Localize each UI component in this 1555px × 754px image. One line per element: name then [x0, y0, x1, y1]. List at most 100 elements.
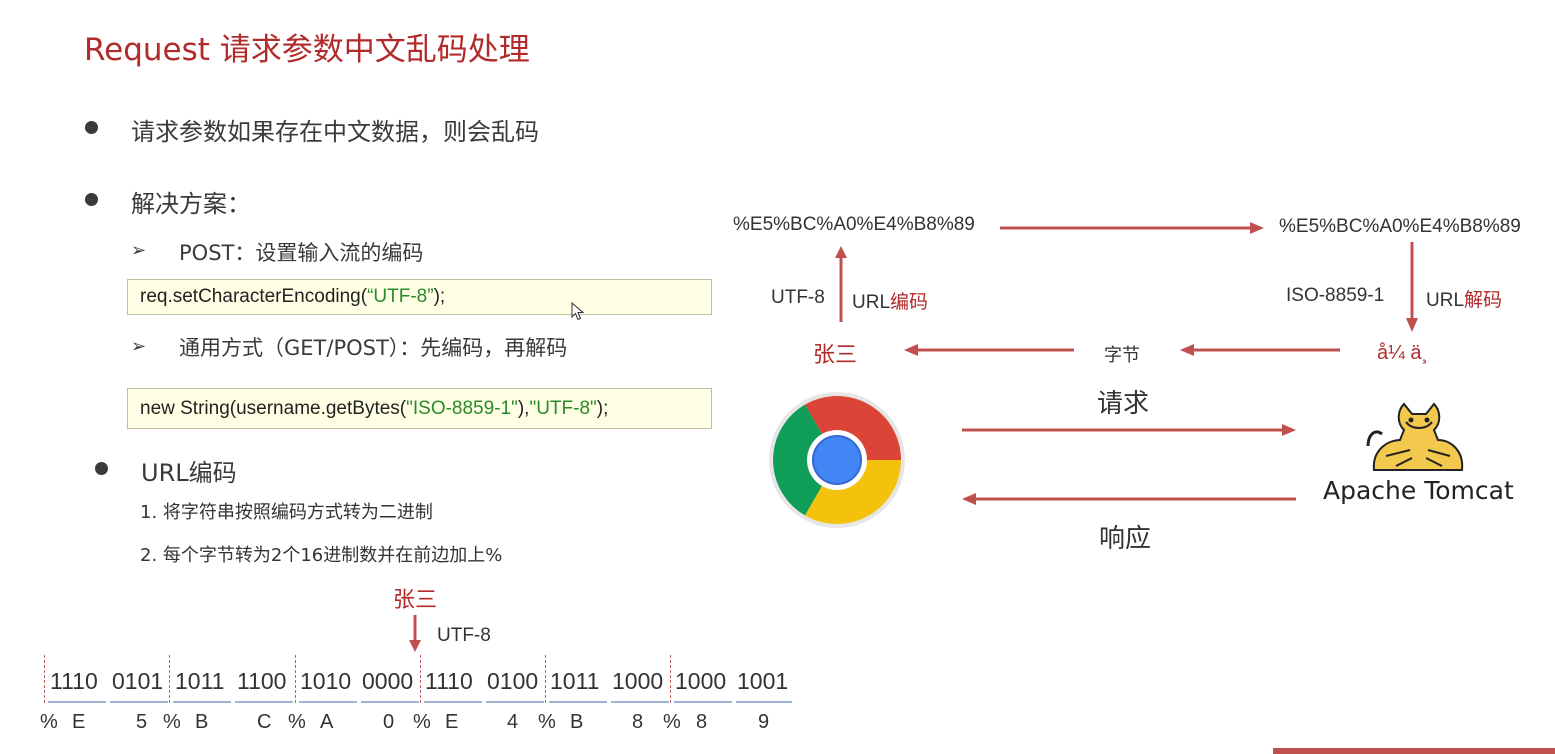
code-text: ); — [596, 398, 609, 419]
code-text: req.setCharacterEncoding( — [140, 286, 368, 307]
down-arrow-icon — [1406, 242, 1418, 332]
nibble-underline — [110, 701, 168, 703]
hex-char: 8 — [632, 711, 644, 733]
hex-char: % — [538, 711, 556, 733]
example-charset: UTF-8 — [437, 625, 491, 646]
bullet-solution: 解决方案： — [131, 190, 251, 218]
nibble-underline — [549, 701, 607, 703]
hex-char: % — [40, 711, 58, 733]
encoded-string-browser: %E5%BC%A0%E4%B8%89 — [733, 214, 975, 235]
op-suffix: 解码 — [1464, 290, 1503, 311]
op-prefix: URL — [852, 292, 891, 313]
binary-nibble: 1011 — [175, 668, 225, 694]
hex-char: B — [195, 711, 209, 733]
garbled-text: å¼ ä¸ — [1377, 342, 1429, 364]
hex-char: % — [663, 711, 681, 733]
byte-separator — [545, 655, 546, 703]
hex-char: 9 — [758, 711, 770, 733]
server-charset: ISO-8859-1 — [1286, 285, 1385, 306]
byte-separator — [420, 655, 421, 703]
code-text: new String(username.getBytes( — [140, 398, 407, 419]
mouse-cursor-icon — [571, 302, 585, 321]
binary-nibble: 1000 — [612, 668, 664, 694]
binary-nibble: 0101 — [112, 668, 164, 694]
bytes-label: 字节 — [1104, 345, 1140, 366]
nibble-underline — [486, 701, 544, 703]
step-2: 2. 每个字节转为2个16进制数并在前边加上% — [140, 545, 503, 566]
sub-bullet-general: 通用方式（GET/POST）：先编码，再解码 — [179, 336, 568, 360]
step-1: 1. 将字符串按照编码方式转为二进制 — [140, 502, 433, 523]
nibble-underline — [361, 701, 419, 703]
left-arrow-icon — [1180, 344, 1340, 356]
hex-char: % — [413, 711, 431, 733]
server-operation: URL解码 — [1426, 285, 1502, 312]
bullet-dot — [85, 193, 98, 206]
binary-nibble: 0000 — [362, 668, 414, 694]
nibble-underline — [424, 701, 482, 703]
nibble-underline — [611, 701, 669, 703]
sub-bullet-post: POST：设置输入流的编码 — [179, 241, 424, 265]
hex-char: E — [445, 711, 459, 733]
binary-nibble: 1110 — [50, 668, 98, 694]
byte-separator — [295, 655, 296, 703]
hex-char: 4 — [507, 711, 519, 733]
hex-char: C — [257, 711, 272, 733]
binary-nibble: 1110 — [425, 668, 473, 694]
binary-nibble: 0100 — [487, 668, 539, 694]
example-name: 张三 — [393, 588, 438, 613]
op-suffix: 编码 — [890, 292, 929, 313]
bullet-url-encoding: URL编码 — [141, 459, 237, 487]
nibble-underline — [299, 701, 357, 703]
right-arrow-icon — [1000, 222, 1264, 234]
code-text: ); — [433, 286, 446, 307]
hex-char: % — [288, 711, 306, 733]
bullet-dot — [95, 462, 108, 475]
right-arrow-icon — [962, 424, 1296, 436]
byte-separator — [670, 655, 671, 703]
hex-char: A — [320, 711, 334, 733]
slide-corner-accent — [1273, 748, 1555, 754]
nibble-underline — [48, 701, 106, 703]
bullet-garbled-chinese: 请求参数如果存在中文数据，则会乱码 — [131, 118, 539, 146]
left-arrow-icon — [962, 493, 1296, 505]
hex-char: 8 — [696, 711, 708, 733]
nibble-underline — [674, 701, 732, 703]
sub-bullet-arrow-icon: ➢ — [131, 336, 147, 357]
chrome-logo-icon — [769, 392, 905, 528]
nibble-underline — [736, 701, 792, 703]
hex-char: 0 — [383, 711, 395, 733]
code-string: "UTF-8" — [529, 398, 597, 419]
up-arrow-icon — [835, 246, 847, 322]
response-label: 响应 — [1099, 524, 1152, 554]
bullet-dot — [85, 121, 98, 134]
op-prefix: URL — [1426, 290, 1465, 311]
down-arrow-icon — [409, 615, 421, 652]
request-label: 请求 — [1097, 389, 1150, 419]
left-arrow-icon — [904, 344, 1074, 356]
browser-charset: UTF-8 — [771, 287, 825, 308]
server-name: Apache Tomcat — [1323, 476, 1514, 505]
hex-char: E — [72, 711, 86, 733]
nibble-underline — [173, 701, 231, 703]
byte-separator — [44, 655, 45, 703]
code-new-string: new String(username.getBytes("ISO-8859-1… — [127, 388, 712, 429]
binary-nibble: 1011 — [550, 668, 600, 694]
code-set-encoding: req.setCharacterEncoding(“UTF-8”); — [127, 279, 712, 315]
binary-nibble: 1010 — [300, 668, 352, 694]
byte-separator — [169, 655, 170, 703]
sub-bullet-arrow-icon: ➢ — [131, 240, 147, 261]
hex-char: % — [163, 711, 181, 733]
binary-nibble: 1100 — [237, 668, 287, 694]
code-string: "ISO-8859-1" — [406, 398, 518, 419]
binary-nibble: 1001 — [737, 668, 789, 694]
encoded-string-server: %E5%BC%A0%E4%B8%89 — [1279, 216, 1521, 237]
nibble-underline — [235, 701, 293, 703]
binary-nibble: 1000 — [675, 668, 727, 694]
browser-operation: URL编码 — [852, 287, 928, 314]
hex-char: B — [570, 711, 584, 733]
code-text: ), — [517, 398, 530, 419]
decoded-name: 张三 — [813, 343, 858, 368]
tomcat-cat-icon — [1366, 402, 1464, 471]
code-string: “UTF-8” — [367, 286, 434, 307]
slide-title: Request 请求参数中文乱码处理 — [84, 32, 530, 68]
